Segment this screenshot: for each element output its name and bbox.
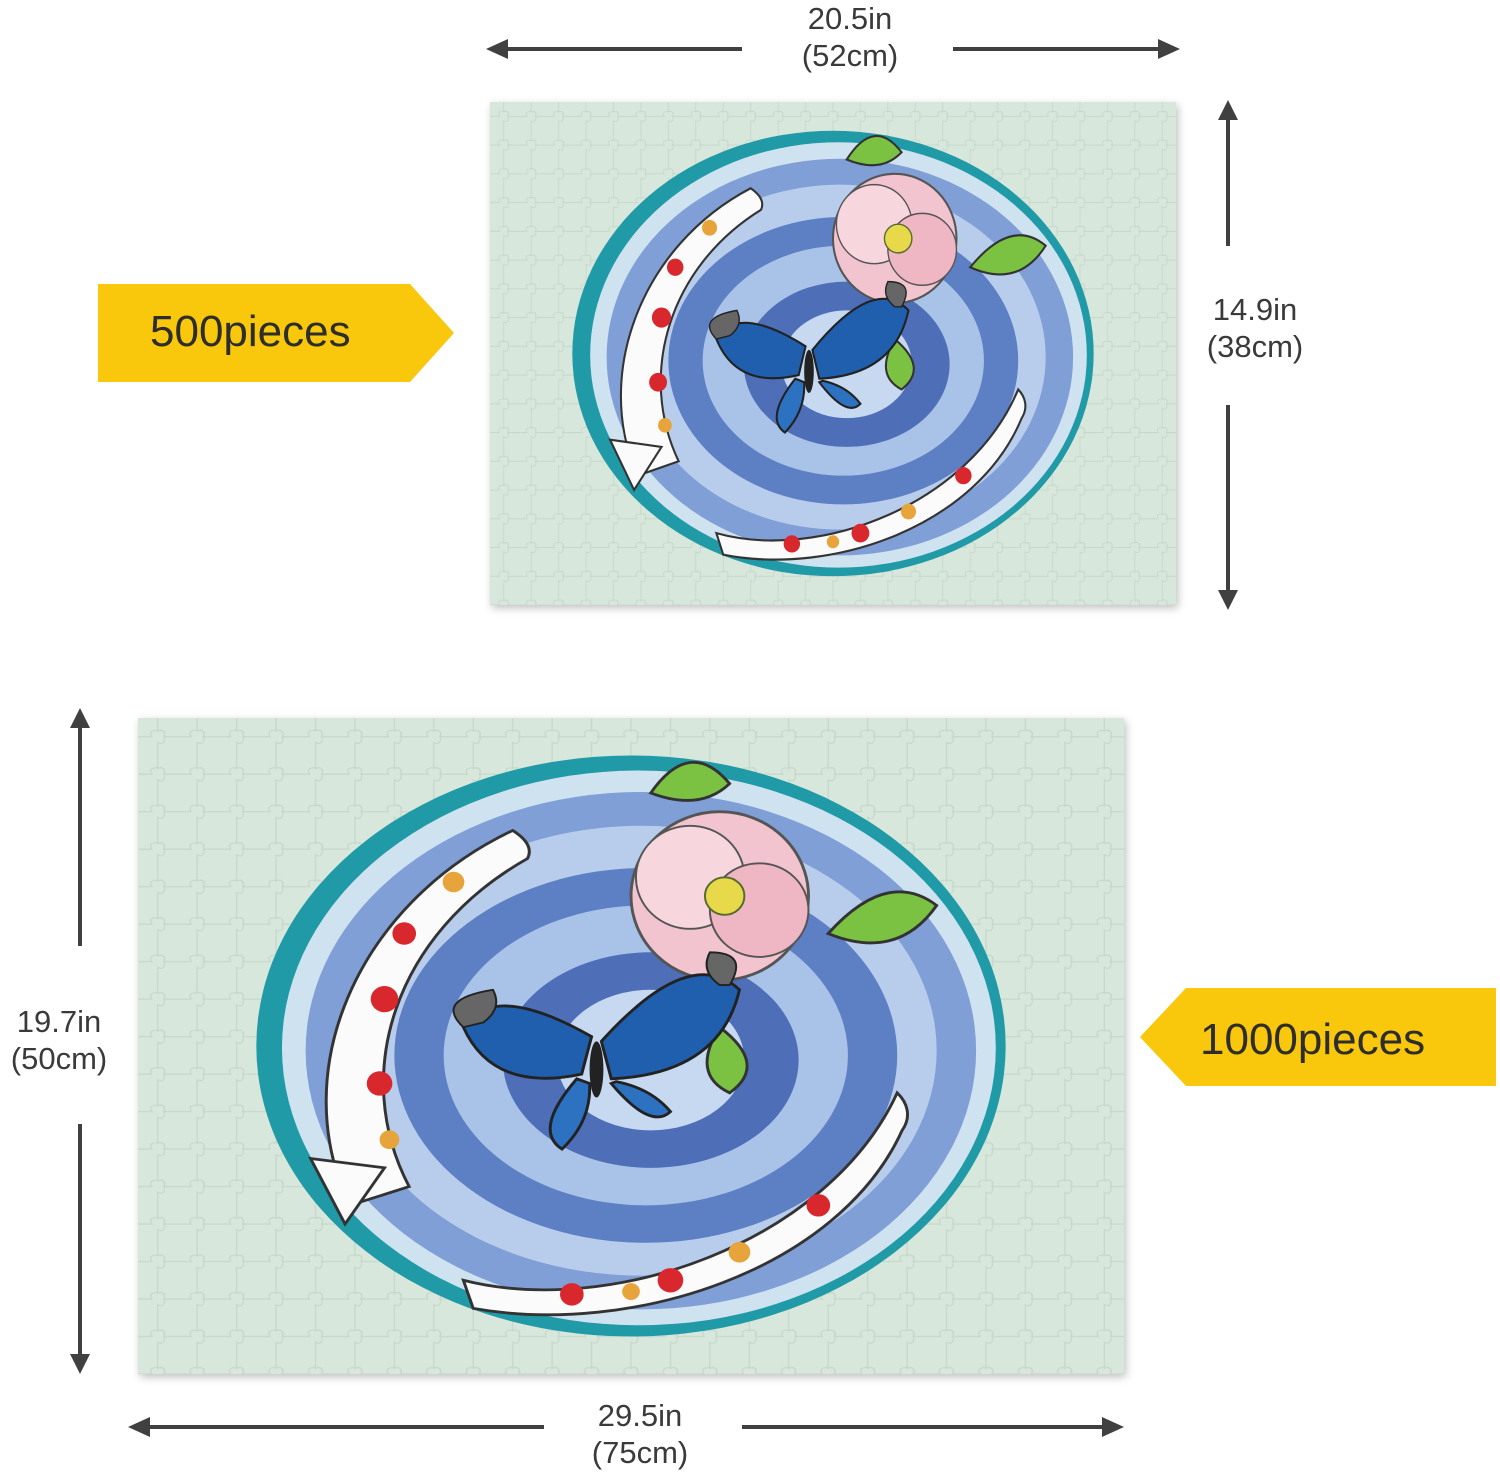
large-width-label: 29.5in (75cm): [540, 1397, 740, 1471]
small-width-arrow: [486, 39, 1180, 59]
large-puzzle-image: [138, 718, 1124, 1374]
small-tag-shape: [98, 284, 454, 382]
small-width-in: 20.5in: [807, 1, 893, 36]
large-width-arrow: [128, 1417, 1124, 1437]
large-width-in: 29.5in: [597, 1398, 683, 1433]
small-height-in: 14.9in: [1212, 292, 1298, 327]
large-pieces-label: 1000pieces: [1200, 1015, 1426, 1064]
small-height-arrow: [1218, 100, 1238, 610]
large-height-in: 19.7in: [16, 1004, 102, 1039]
large-tag-shape: [1140, 988, 1496, 1086]
small-height-label: 14.9in (38cm): [1170, 291, 1340, 365]
small-width-cm: (52cm): [801, 38, 899, 73]
large-height-label: 19.7in (50cm): [0, 1003, 118, 1077]
small-width-label: 20.5in (52cm): [750, 0, 950, 74]
large-height-arrow: [70, 708, 90, 1374]
small-puzzle-image: [490, 102, 1176, 605]
large-width-cm: (75cm): [591, 1435, 689, 1470]
large-height-cm: (50cm): [10, 1041, 108, 1076]
small-height-cm: (38cm): [1206, 329, 1304, 364]
small-pieces-label: 500pieces: [150, 307, 351, 356]
